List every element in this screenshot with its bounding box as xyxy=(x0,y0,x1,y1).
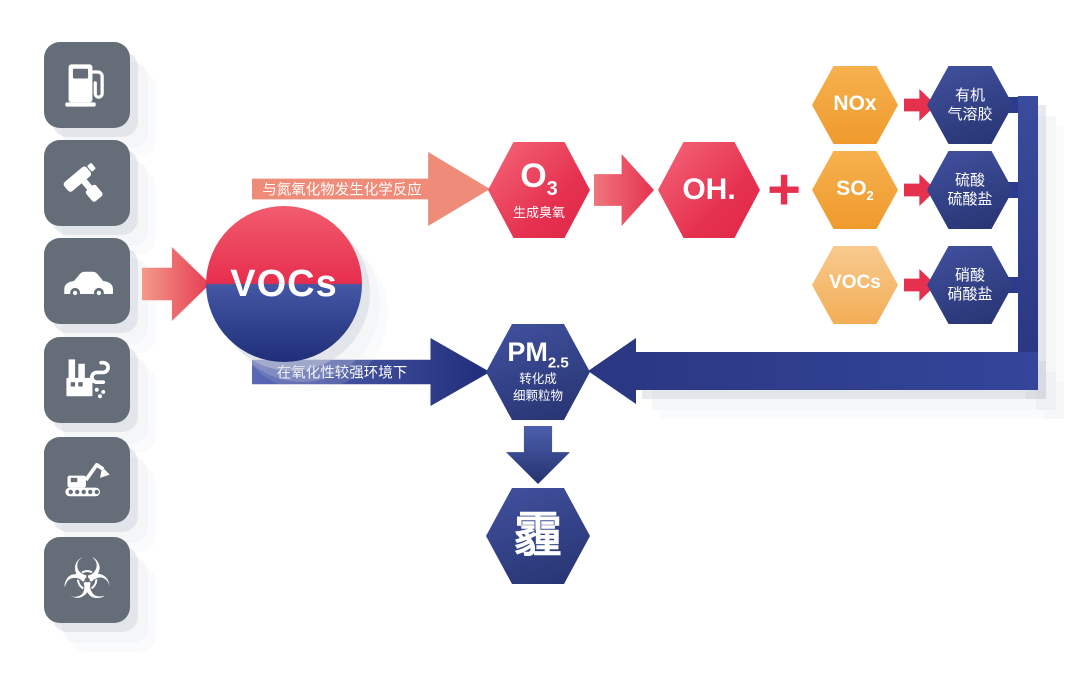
pm25-node: PM2.5 转化成 细颗粒物 xyxy=(486,324,590,420)
organic-aerosol-node: 有机气溶胶 xyxy=(927,66,1013,144)
paint-roller-icon xyxy=(63,163,103,202)
sulfate-node: 硫酸硫酸盐 xyxy=(927,151,1013,229)
o3-to-oh-arrow xyxy=(594,154,654,226)
hydroxyl-node: OH. xyxy=(658,142,760,238)
oxidation-arrow-label: 在氧化性较强环境下 xyxy=(276,365,408,382)
products-to-pm25-arrowhead xyxy=(588,338,636,404)
ozone-caption: 生成臭氧 xyxy=(512,204,565,220)
organic-aerosol-label: 有机气溶胶 xyxy=(947,86,993,124)
source-tile-excavator xyxy=(44,437,130,523)
vocs-precursor-node: VOCs xyxy=(812,246,898,324)
pm25-caption-2: 细颗粒物 xyxy=(512,388,563,403)
vocs-node: VOCs xyxy=(206,206,362,362)
sulfate-label: 硫酸硫酸盐 xyxy=(947,171,993,209)
source-tile-car xyxy=(44,238,130,324)
car-icon xyxy=(64,271,113,298)
source-tile-gas-station xyxy=(44,42,130,128)
ozone-label: O3 xyxy=(520,157,558,200)
reaction-arrow-label: 与氮氧化物发生化学反应 xyxy=(262,182,422,199)
nox-node: NOx xyxy=(812,66,898,144)
connector-horizontal xyxy=(634,352,1038,390)
factory-icon xyxy=(66,359,110,399)
pm25-caption-1: 转化成 xyxy=(519,371,557,386)
vocs-input-arrow xyxy=(142,247,210,321)
excavator-icon xyxy=(65,462,110,497)
biohazard-icon: ☣ xyxy=(61,547,113,612)
smog-label: 霾 xyxy=(513,509,562,562)
source-tile-factory xyxy=(44,337,130,423)
hydroxyl-label: OH. xyxy=(682,173,736,206)
source-tile-hazard: ☣ xyxy=(44,537,130,623)
vocs-precursor-label: VOCs xyxy=(829,272,881,294)
pm25-to-smog-arrow xyxy=(506,426,570,484)
pm25-label: PM2.5 xyxy=(507,337,569,372)
gas-pump-icon xyxy=(65,64,104,107)
source-tile-paint xyxy=(44,140,130,226)
nox-label: NOx xyxy=(833,91,877,115)
nitrate-label: 硝酸硝酸盐 xyxy=(947,266,993,304)
ozone-node: O3 生成臭氧 xyxy=(488,142,590,238)
plus-sign: + xyxy=(767,157,801,222)
vocs-label: VOCs xyxy=(230,262,338,305)
connector-vertical xyxy=(1018,96,1038,390)
so2-node: SO2 xyxy=(812,151,898,229)
nitrate-node: 硝酸硝酸盐 xyxy=(927,246,1013,324)
smog-node: 霾 xyxy=(486,488,590,584)
so2-label: SO2 xyxy=(836,176,874,204)
